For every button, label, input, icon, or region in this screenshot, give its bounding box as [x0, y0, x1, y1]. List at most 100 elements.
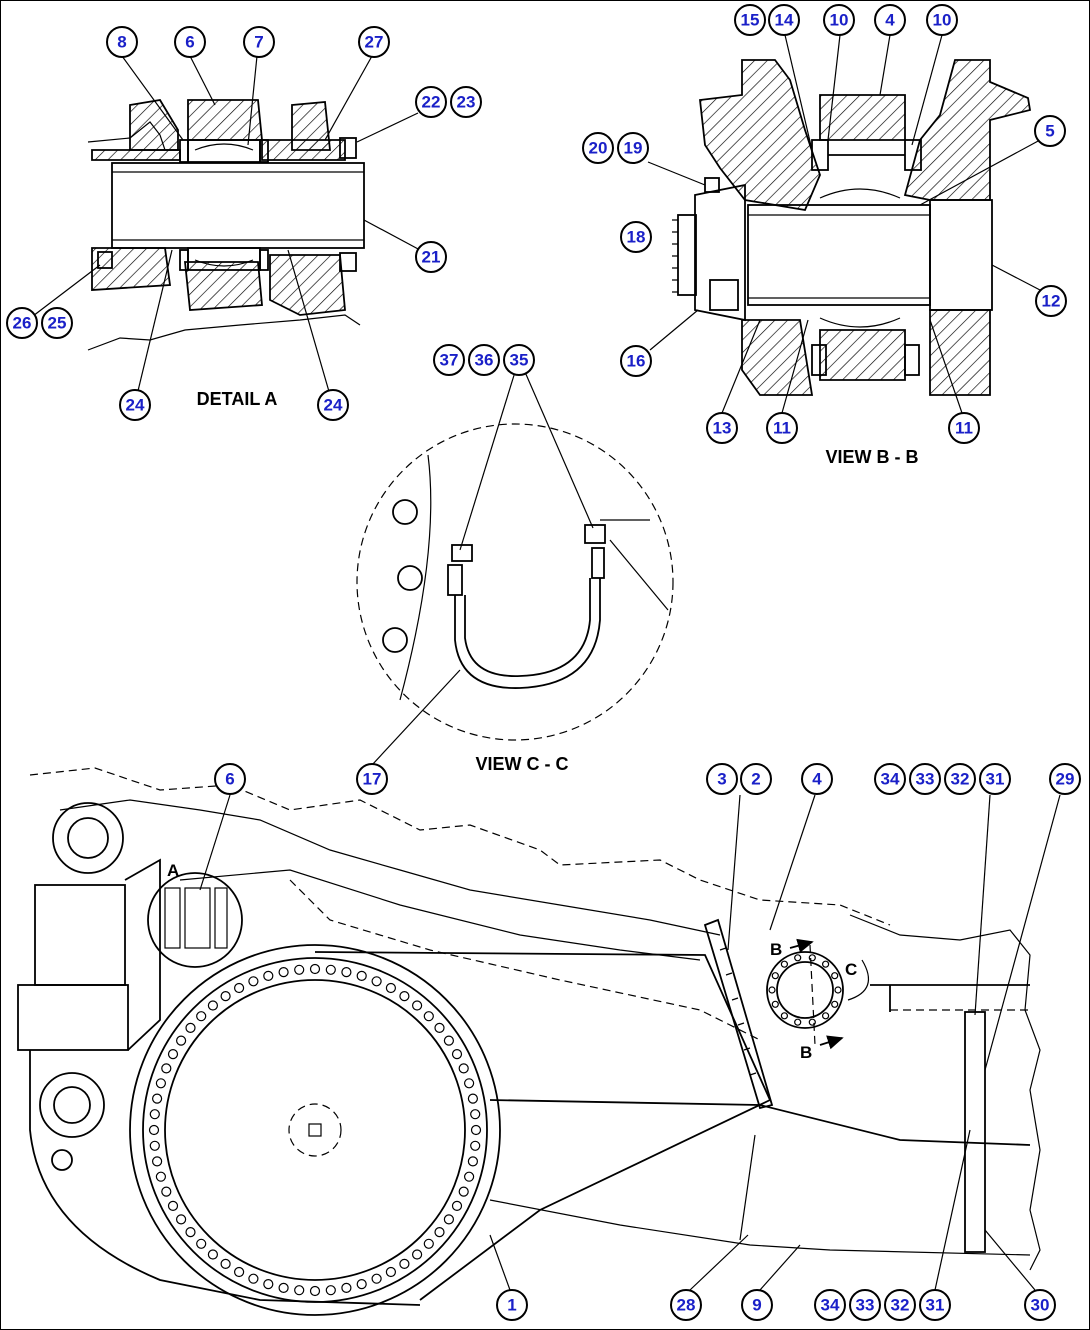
callout-detail-a-24-left[interactable]: 24 [119, 389, 151, 421]
callout-label: 12 [1042, 292, 1061, 311]
callout-main-33-bottom[interactable]: 33 [849, 1289, 881, 1321]
detail-a [32, 55, 421, 396]
callout-detail-a-24-right[interactable]: 24 [317, 389, 349, 421]
callout-view-bb-13[interactable]: 13 [706, 412, 738, 444]
hole [220, 990, 231, 1002]
callout-label: 34 [881, 770, 900, 789]
callout-main-34-top[interactable]: 34 [874, 763, 906, 795]
callout-label: 32 [951, 770, 970, 789]
callout-detail-a-7[interactable]: 7 [243, 26, 275, 58]
callout-detail-a-26[interactable]: 26 [6, 307, 38, 339]
hole [780, 960, 789, 968]
hole [768, 986, 776, 994]
hole [371, 976, 382, 987]
callout-main-1[interactable]: 1 [496, 1289, 528, 1321]
callout-main-34-bottom[interactable]: 34 [814, 1289, 846, 1321]
callout-view-bb-12[interactable]: 12 [1035, 285, 1067, 317]
callout-detail-a-25[interactable]: 25 [41, 307, 73, 339]
hole [185, 1226, 196, 1238]
callout-main-2[interactable]: 2 [740, 763, 772, 795]
callout-main-30[interactable]: 30 [1024, 1289, 1056, 1321]
view-cc [356, 371, 674, 766]
callout-view-bb-16[interactable]: 16 [620, 345, 652, 377]
view-bb [647, 34, 1041, 414]
hole [167, 1048, 179, 1060]
callout-view-bb-4[interactable]: 4 [874, 4, 906, 36]
callout-detail-a-6[interactable]: 6 [174, 26, 206, 58]
callout-label: 35 [510, 351, 529, 370]
callout-label: 17 [363, 770, 382, 789]
callout-label: 36 [475, 351, 494, 370]
callout-label: 22 [422, 93, 441, 112]
callout-main-31-top[interactable]: 31 [979, 763, 1011, 795]
hole [434, 1226, 445, 1238]
callout-label: 32 [891, 1296, 910, 1315]
hole [176, 1214, 187, 1225]
hole [458, 1063, 469, 1074]
callout-detail-a-8[interactable]: 8 [106, 26, 138, 58]
hole [371, 1273, 382, 1284]
view-letter-a: A [167, 861, 179, 880]
callout-view-bb-5[interactable]: 5 [1034, 115, 1066, 147]
callout-view-bb-10-left[interactable]: 10 [823, 4, 855, 36]
hole [220, 1258, 231, 1270]
callout-view-bb-14[interactable]: 14 [768, 4, 800, 36]
callout-label: 3 [717, 770, 726, 789]
callout-main-31-bottom[interactable]: 31 [919, 1289, 951, 1321]
hole [341, 966, 352, 978]
hole [263, 970, 274, 982]
callout-view-bb-20[interactable]: 20 [582, 132, 614, 164]
hole [794, 954, 802, 962]
callout-label: 33 [856, 1296, 875, 1315]
callout-main-32-bottom[interactable]: 32 [884, 1289, 916, 1321]
hole [470, 1140, 481, 1151]
callout-main-28[interactable]: 28 [670, 1289, 702, 1321]
callout-label: 6 [225, 770, 234, 789]
callout-main-6[interactable]: 6 [214, 763, 246, 795]
hole [325, 964, 336, 975]
callout-label: 11 [955, 419, 973, 438]
callout-view-cc-37[interactable]: 37 [433, 344, 465, 376]
callout-view-bb-15[interactable]: 15 [734, 4, 766, 36]
hole [152, 1093, 163, 1104]
hole [831, 972, 839, 980]
callout-label: 29 [1056, 770, 1075, 789]
callout-main-33-top[interactable]: 33 [909, 763, 941, 795]
callout-label: 2 [751, 770, 760, 789]
view-bb-caption: VIEW B - B [826, 447, 919, 467]
callout-view-cc-36[interactable]: 36 [468, 344, 500, 376]
hole [434, 1022, 445, 1034]
callout-main-4[interactable]: 4 [801, 763, 833, 795]
callout-detail-a-23[interactable]: 23 [450, 86, 482, 118]
callout-view-bb-18[interactable]: 18 [620, 221, 652, 253]
callout-label: 8 [117, 33, 126, 52]
hole [234, 982, 245, 994]
callout-detail-a-22[interactable]: 22 [415, 86, 447, 118]
hole [821, 960, 830, 968]
callout-detail-a-21[interactable]: 21 [415, 241, 447, 273]
callout-label: 30 [1031, 1296, 1050, 1315]
hole [263, 1278, 274, 1290]
hole [176, 1035, 187, 1046]
hole [207, 1000, 218, 1011]
callout-detail-a-27[interactable]: 27 [358, 26, 390, 58]
callout-view-bb-11-left[interactable]: 11 [766, 412, 798, 444]
hole [341, 1282, 352, 1294]
hole [423, 1238, 434, 1249]
callout-label: 15 [741, 11, 760, 30]
callout-main-3[interactable]: 3 [706, 763, 738, 795]
callout-main-9[interactable]: 9 [741, 1289, 773, 1321]
callout-view-cc-35[interactable]: 35 [503, 344, 535, 376]
hole [207, 1249, 218, 1260]
callout-main-29[interactable]: 29 [1049, 763, 1081, 795]
callout-view-cc-17[interactable]: 17 [356, 763, 388, 795]
hole [771, 1000, 779, 1008]
callout-view-bb-11-right[interactable]: 11 [948, 412, 980, 444]
hole [356, 1278, 367, 1290]
hole [155, 1078, 166, 1089]
pivot-holes [768, 954, 842, 1026]
hole [780, 1012, 789, 1020]
callout-view-bb-10-right[interactable]: 10 [926, 4, 958, 36]
callout-main-32-top[interactable]: 32 [944, 763, 976, 795]
callout-view-bb-19[interactable]: 19 [617, 132, 649, 164]
